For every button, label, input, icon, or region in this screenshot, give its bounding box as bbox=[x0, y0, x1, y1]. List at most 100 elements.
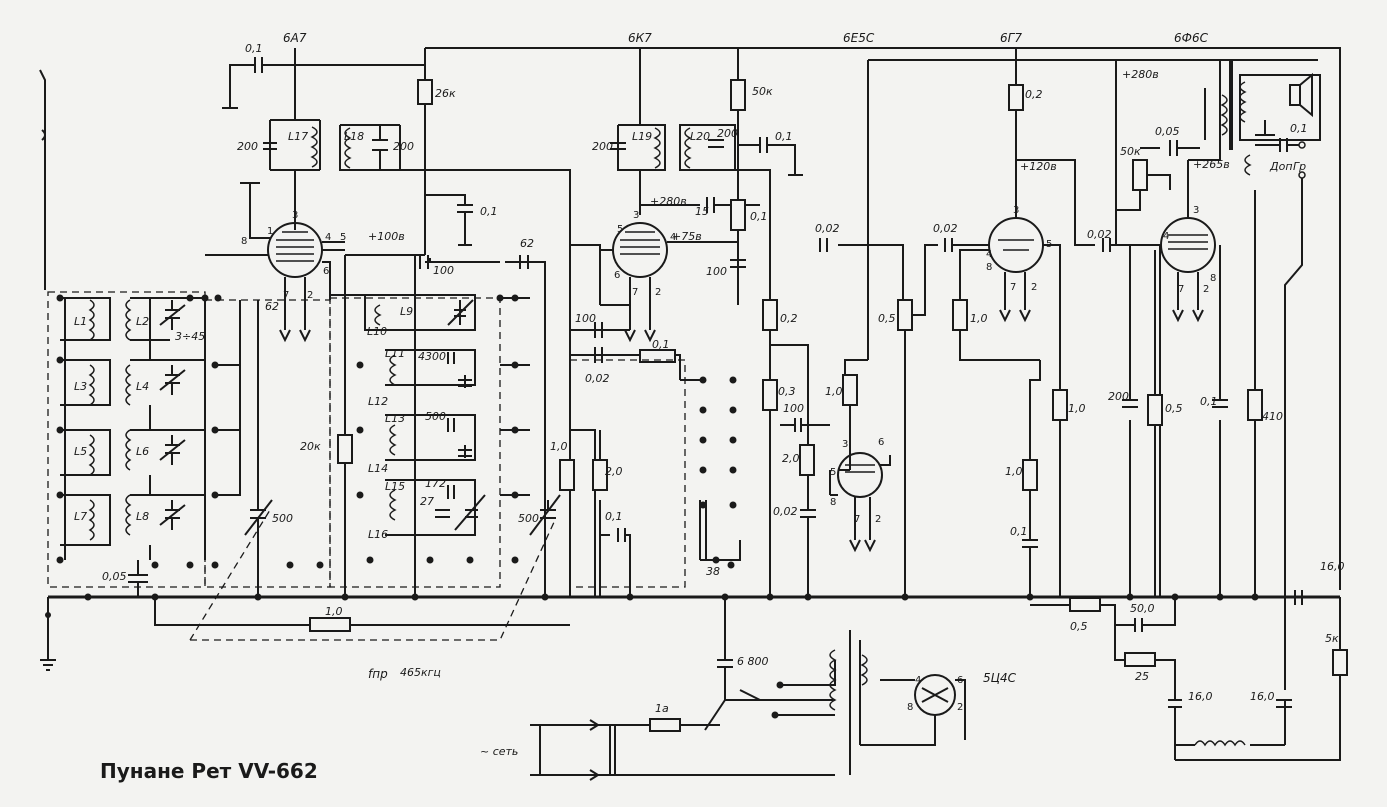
value-c-62b: 62 bbox=[520, 237, 534, 250]
tube-name-t3: 6Е5С bbox=[843, 31, 875, 45]
switch-frame-4 bbox=[569, 359, 686, 588]
pin-t5-k: 2 bbox=[1203, 284, 1209, 295]
pin-t3-a: 3 bbox=[842, 439, 848, 450]
pin-t4-g: 5 bbox=[1046, 239, 1052, 250]
value-r-10d: 1,0 bbox=[970, 312, 988, 325]
value-c-160c: 16,0 bbox=[1250, 690, 1275, 703]
value-c-bypass1: 0,1 bbox=[480, 205, 498, 218]
pin-t6-k: 8 bbox=[907, 702, 913, 713]
value-r-26k: 26к bbox=[435, 87, 456, 100]
value-c-in: 0,1 bbox=[245, 42, 263, 55]
value-r-02: 0,2 bbox=[780, 312, 798, 325]
value-c-002e: 0,02 bbox=[1087, 228, 1112, 241]
value-c-100b: 100 bbox=[706, 265, 727, 278]
antenna-lead bbox=[39, 69, 46, 290]
value-c-6800: 6 800 bbox=[737, 655, 769, 668]
pin-t5-h: 7 bbox=[1178, 284, 1184, 295]
value-fuse: 1а bbox=[655, 702, 669, 715]
tube-6e5c bbox=[837, 452, 883, 498]
value-r-05: 0,5 bbox=[878, 312, 896, 325]
vol-pot bbox=[897, 299, 913, 331]
coil-l10: L10 bbox=[367, 325, 387, 338]
pin-t4-h: 7 bbox=[1010, 282, 1016, 293]
value-v75: +75в bbox=[672, 230, 702, 243]
coil-l20: L20 bbox=[690, 130, 710, 143]
coil-l11: L11 bbox=[385, 347, 405, 360]
coil-l18: L18 bbox=[344, 130, 364, 143]
value-r-10e: 1,0 bbox=[1068, 402, 1086, 415]
value-r-410: 410 bbox=[1262, 410, 1283, 423]
pin-t1-k: 2 bbox=[307, 290, 313, 301]
pin-t6-k2: 2 bbox=[957, 702, 963, 713]
value-r-25: 25 bbox=[1135, 670, 1149, 683]
pin-t5-g1: 4 bbox=[1163, 231, 1169, 242]
value-r-50k: 50к bbox=[752, 85, 773, 98]
value-r-10b: 1,0 bbox=[550, 440, 568, 453]
pin-t4-d2: 8 bbox=[986, 262, 992, 273]
pin-t5-g2: 8 bbox=[1210, 273, 1216, 284]
pin-t3-g: 5 bbox=[830, 467, 836, 478]
value-c-01f: 0,1 bbox=[1200, 395, 1218, 408]
coil-bank bbox=[56, 294, 222, 569]
value-r-05b: 0,5 bbox=[1165, 402, 1183, 415]
pin-t5-a: 3 bbox=[1193, 205, 1199, 216]
value-c-l19: 200 bbox=[592, 140, 613, 153]
value-r-50kb: 50к bbox=[1120, 145, 1141, 158]
value-sw-num: 38 bbox=[706, 565, 720, 578]
pin-t1-a: 3 bbox=[292, 210, 298, 221]
pin-t2-g1: 5 bbox=[617, 224, 623, 235]
value-gr: Гр bbox=[1293, 160, 1306, 173]
value-v120: +120в bbox=[1020, 160, 1057, 173]
coil-l19: L19 bbox=[632, 130, 652, 143]
value-trim: 3÷45 bbox=[175, 330, 205, 343]
if-value: 465кгц bbox=[400, 666, 441, 679]
value-c-100: 100 bbox=[433, 264, 454, 277]
tube-name-t5: 6Ф6С bbox=[1174, 31, 1209, 45]
value-c-500e: 50,0 bbox=[1130, 602, 1155, 615]
pin-t2-g2: 4 bbox=[670, 232, 676, 243]
coil-l4: L4 bbox=[136, 380, 149, 393]
value-c-01e: 0,1 bbox=[1290, 122, 1308, 135]
value-c-005: 0,05 bbox=[102, 570, 127, 583]
pin-t2-h: 7 bbox=[632, 287, 638, 298]
value-c-l20: 200 bbox=[717, 127, 738, 140]
value-c-15: 15 bbox=[695, 205, 709, 218]
res-50k bbox=[730, 79, 746, 111]
pin-t1-g3: 5 bbox=[340, 232, 346, 243]
pin-t2-a: 3 bbox=[633, 210, 639, 221]
value-r-02b: 0,2 bbox=[1025, 88, 1043, 101]
coil-l16: L16 bbox=[368, 528, 388, 541]
tube-name-t6: 5Ц4С bbox=[983, 671, 1017, 685]
schematic-title: Пунане Рет VV-662 bbox=[100, 759, 318, 783]
value-c-172: 172 bbox=[425, 477, 446, 490]
res-26k bbox=[417, 79, 433, 105]
pin-t3-t: 6 bbox=[878, 437, 884, 448]
pin-t4-a: 3 bbox=[1013, 205, 1019, 216]
value-r-01: 0,1 bbox=[750, 210, 768, 223]
value-c-4300: 4300 bbox=[418, 350, 446, 363]
value-c-l18: 200 bbox=[393, 140, 414, 153]
pin-t2-k: 2 bbox=[655, 287, 661, 298]
value-c-l17: 200 bbox=[237, 140, 258, 153]
tube-6f6c bbox=[1160, 217, 1216, 273]
pin-t4-k: 2 bbox=[1031, 282, 1037, 293]
value-v265: +265в bbox=[1193, 158, 1230, 171]
if-symbol: fпр bbox=[368, 667, 388, 681]
pin-t1-c: 8 bbox=[241, 236, 247, 247]
value-c-100d: 100 bbox=[783, 402, 804, 415]
value-r-01b: 0,1 bbox=[652, 338, 670, 351]
value-c-500a: 500 bbox=[272, 512, 293, 525]
coil-l12: L12 bbox=[368, 395, 388, 408]
pin-t6-a: 4 bbox=[915, 675, 921, 686]
value-c-27: 27 bbox=[420, 495, 434, 508]
pin-t1-g1: 1 bbox=[267, 226, 273, 237]
coil-l6: L6 bbox=[136, 445, 149, 458]
value-c-005b: 0,05 bbox=[1155, 125, 1180, 138]
value-c-002b: 0,02 bbox=[585, 372, 610, 385]
value-r-20k: 20к bbox=[300, 440, 321, 453]
coil-l17: L17 bbox=[288, 130, 308, 143]
value-c-100c: 100 bbox=[575, 312, 596, 325]
tube-6g7 bbox=[988, 217, 1044, 273]
pin-t4-d: 4 bbox=[986, 249, 992, 260]
